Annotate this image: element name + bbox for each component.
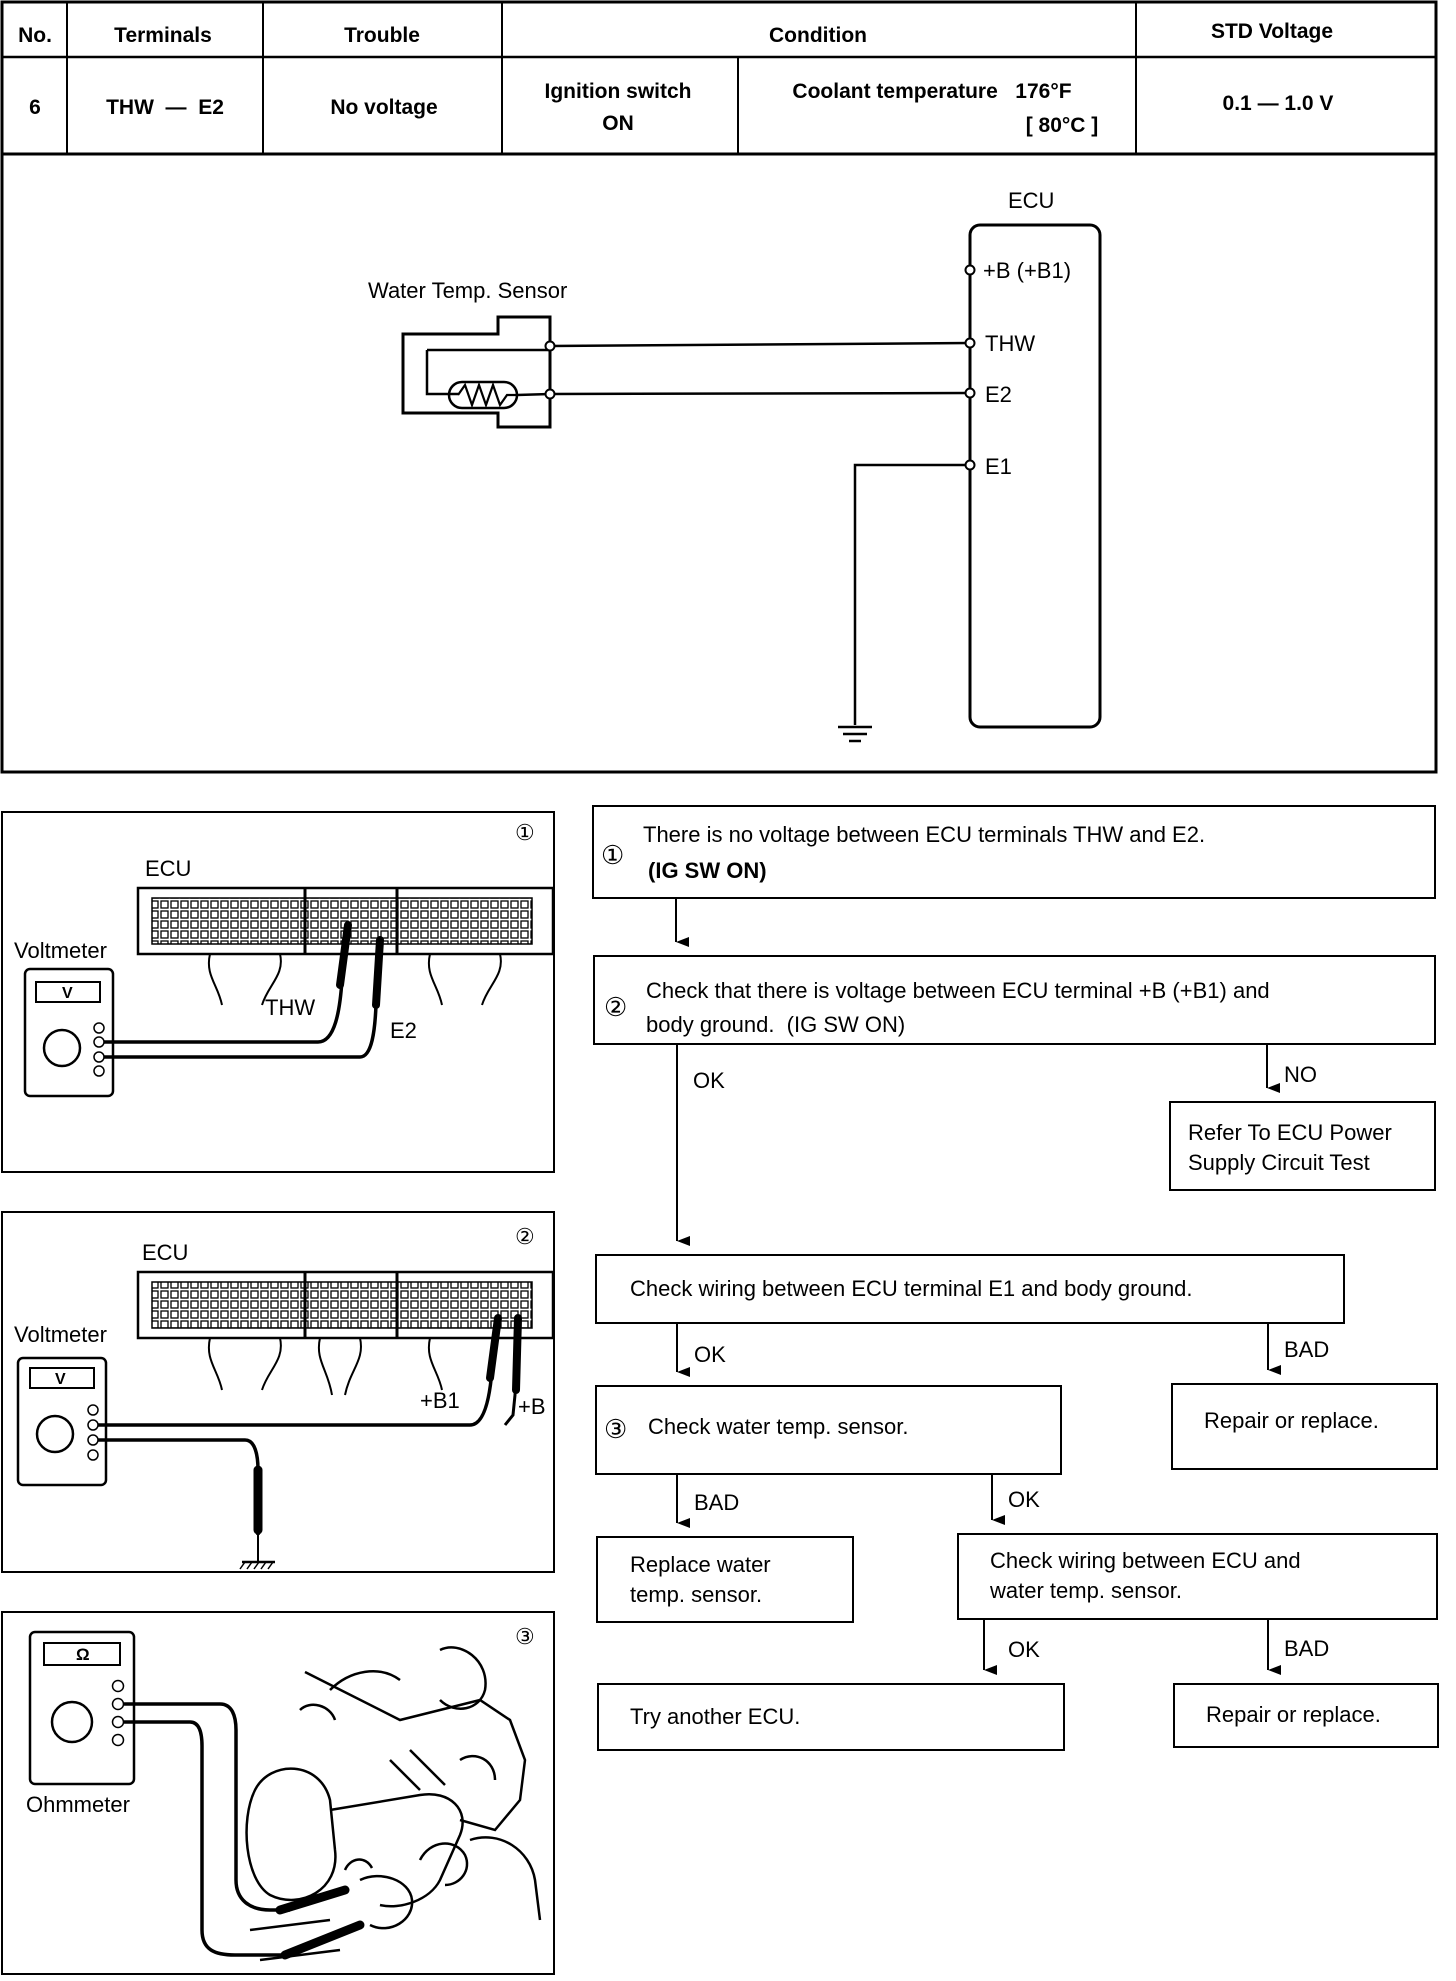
panel1-probe-thw: THW [265,995,315,1020]
illustration-panel-3 [1,1611,555,1975]
row-std-voltage: 0.1 — 1.0 V [1223,92,1334,115]
engine-drawing [245,1646,542,1962]
flow-step-1-cond: (IG SW ON) [648,858,767,883]
ohmmeter [28,1630,136,1786]
flow-step-3-box [595,1385,1062,1475]
flow-refer-box [1169,1101,1436,1191]
terminal-dots [544,264,976,471]
row-condition-on: ON [602,112,634,135]
panel2-ecu-label: ECU [142,1240,188,1265]
terminal-e1-label: E1 [985,454,1012,479]
flow-repair-2-text: Repair or replace. [1206,1702,1381,1727]
header-std-voltage: STD Voltage [1211,20,1333,43]
terminal-b-label: +B (+B1) [983,258,1071,283]
voltmeter [16,1356,108,1487]
panel1-meter-label: Voltmeter [14,938,107,963]
panel1-meter-symbol: V [62,985,73,1002]
terminal-thw-label: THW [985,331,1035,356]
panel2-meter-symbol: V [55,1371,66,1388]
flow-bad-label-2: BAD [694,1490,739,1515]
water-temp-sensor [401,315,552,429]
panel2-probe-b: +B [518,1394,546,1419]
flow-ok-label-1: OK [693,1068,725,1093]
terminal-e2-label: E2 [985,382,1012,407]
ecu-box [968,223,1102,729]
panel1-number: ① [515,820,535,845]
panel3-meter-label: Ohmmeter [26,1792,130,1817]
flow-ok-label-3: OK [1008,1487,1040,1512]
flow-step-2-num: ② [604,992,627,1022]
flow-step-2-text: Check that there is voltage between ECU … [646,978,1270,1003]
panel1-ecu-label: ECU [145,856,191,881]
row-condition-ignition: Ignition switch [545,80,692,103]
flow-repair-1-text: Repair or replace. [1204,1408,1379,1433]
flow-step-2-cond: body ground. (IG SW ON) [646,1012,905,1037]
ecu-title: ECU [1008,188,1054,213]
flow-ok-label-2: OK [694,1342,726,1367]
flow-replace-line-2: temp. sensor. [630,1582,762,1607]
flow-ok-label-4: OK [1008,1637,1040,1662]
illustration-panel-2 [1,1211,555,1573]
panel3-meter-symbol: Ω [76,1645,90,1664]
flow-step-3-num: ③ [604,1414,627,1444]
illustration-panel-1 [1,811,555,1173]
flow-try-ecu-box [597,1683,1065,1751]
ground-icon [838,725,872,743]
header-terminals: Terminals [114,24,212,47]
flow-replace-box [596,1536,854,1623]
flow-step-3-text: Check water temp. sensor. [648,1414,908,1439]
ecu-connector [136,1270,555,1340]
panel1-probe-e2: E2 [390,1018,417,1043]
flow-repair-1-box [1171,1383,1438,1470]
voltmeter [23,967,115,1098]
panel2-number: ② [515,1224,535,1249]
circuit-diagram [0,152,1438,774]
flow-step-2-box [593,955,1436,1045]
flow-no-label: NO [1284,1062,1317,1087]
flow-check-wiring-line-1: Check wiring between ECU and [990,1548,1301,1573]
flow-check-wiring-box [957,1533,1438,1620]
flow-repair-2-box [1173,1683,1439,1748]
row-condition-coolant: Coolant temperature 176°F [792,80,1071,103]
flow-refer-line-2: Supply Circuit Test [1188,1150,1370,1175]
flow-step-1-text: There is no voltage between ECU terminal… [643,822,1205,847]
flow-refer-line-1: Refer To ECU Power [1188,1120,1392,1145]
panel3-number: ③ [515,1624,535,1649]
flow-check-wiring-line-2: water temp. sensor. [989,1578,1182,1603]
flow-bad-label-3: BAD [1284,1636,1329,1661]
flow-check-e1-text: Check wiring between ECU terminal E1 and… [630,1276,1193,1301]
flow-step-1-num: ① [601,840,624,870]
row-condition-celsius: [ 80°C ] [1026,114,1099,137]
header-no: No. [18,24,52,47]
panel2-meter-label: Voltmeter [14,1322,107,1347]
row-no: 6 [29,96,41,119]
row-trouble: No voltage [330,96,437,119]
flow-check-e1-box [595,1254,1345,1324]
sensor-label: Water Temp. Sensor [368,278,567,303]
flow-replace-line-1: Replace water [630,1552,771,1577]
row-terminals: THW — E2 [106,96,224,119]
flow-try-ecu-text: Try another ECU. [630,1704,800,1729]
flow-bad-label-1: BAD [1284,1337,1329,1362]
header-condition: Condition [769,24,867,47]
flowchart [592,805,1439,1751]
flow-step-1-box [592,805,1436,899]
header-trouble: Trouble [344,24,420,47]
panel2-probe-b1: +B1 [420,1388,460,1413]
